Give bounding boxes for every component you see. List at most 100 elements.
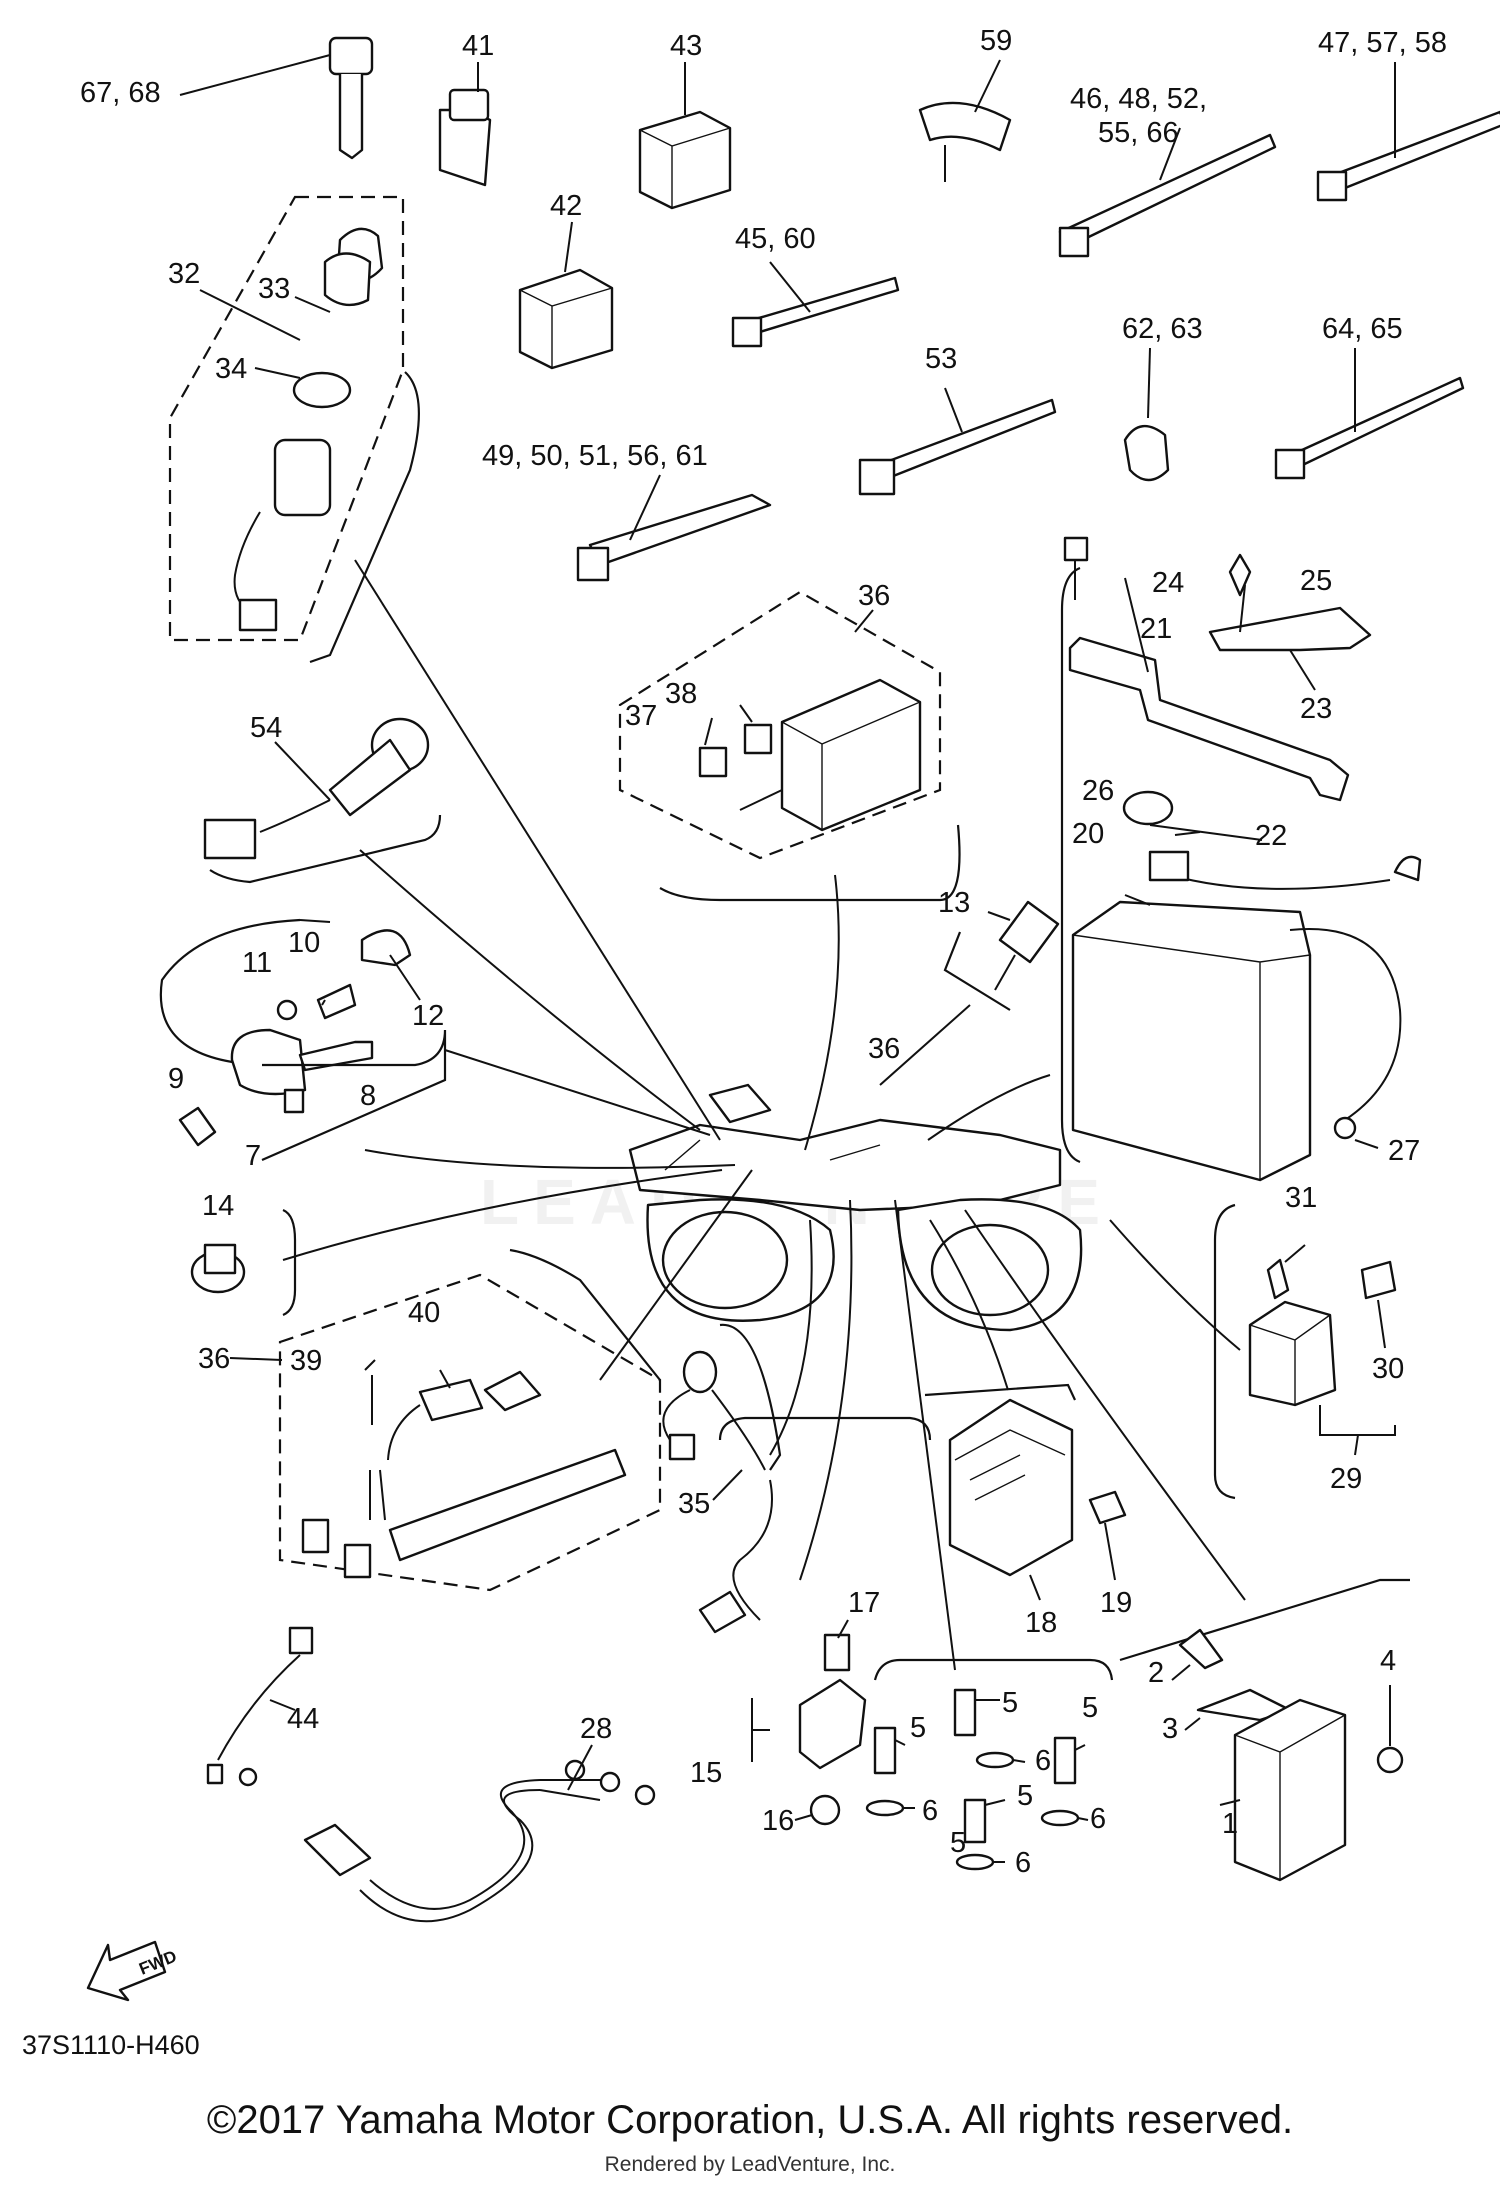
- label-64-65: 64, 65: [1322, 313, 1403, 345]
- bolts-and-washers: [865, 1658, 1114, 1871]
- label-31: 31: [1285, 1182, 1317, 1214]
- sensor-13: [943, 900, 1060, 1011]
- label-45-60: 45, 60: [735, 223, 816, 255]
- label-43: 43: [670, 30, 702, 62]
- label-67-68: 67, 68: [80, 77, 161, 109]
- battery-group: [1060, 536, 1422, 1182]
- label-6: 6: [1035, 1745, 1051, 1777]
- label-36: 36: [858, 580, 890, 612]
- cable-tie-45: [731, 261, 900, 348]
- cable-tie-46: [1058, 127, 1277, 258]
- key-part: [179, 36, 374, 160]
- label-9: 9: [168, 1063, 184, 1095]
- relay-42: [518, 221, 614, 370]
- label-35: 35: [678, 1488, 710, 1520]
- diagram-code: 37S1110-H460: [22, 2030, 200, 2060]
- label-6: 6: [1015, 1847, 1031, 1879]
- cdi-unit-group: [1119, 1578, 1410, 1882]
- label-11: 11: [242, 947, 272, 979]
- label-21: 21: [1140, 613, 1172, 645]
- label-24: 24: [1152, 567, 1184, 599]
- label-44: 44: [287, 1703, 319, 1735]
- label-54: 54: [250, 712, 282, 744]
- connector-41: [438, 62, 492, 187]
- switch-14: [190, 1208, 297, 1317]
- label-5: 5: [950, 1827, 966, 1859]
- starter-relay-group: [1213, 1203, 1397, 1500]
- cable-tie-47: [1316, 62, 1500, 202]
- label-12: 12: [412, 1000, 444, 1032]
- label-8: 8: [360, 1080, 376, 1112]
- label-55-66: 55, 66: [1098, 117, 1179, 149]
- label-34: 34: [215, 353, 247, 385]
- label-49-50-51-56-61: 49, 50, 51, 56, 61: [482, 440, 708, 472]
- sensor-35: [662, 1323, 782, 1501]
- label-41: 41: [462, 30, 494, 62]
- wire-lead-44: [206, 1626, 314, 1787]
- label-17: 17: [848, 1587, 880, 1619]
- label-33: 33: [258, 273, 290, 305]
- label-37: 37: [625, 700, 657, 732]
- ignition-coil-group: [159, 918, 447, 1162]
- label-40: 40: [408, 1297, 440, 1329]
- label-5: 5: [1082, 1692, 1098, 1724]
- label-28: 28: [580, 1713, 612, 1745]
- copyright-notice: ©2017 Yamaha Motor Corporation, U.S.A. A…: [206, 2098, 1294, 2142]
- label-18: 18: [1025, 1607, 1057, 1639]
- label-23: 23: [1300, 693, 1332, 725]
- label-27: 27: [1388, 1135, 1420, 1167]
- label-53: 53: [925, 343, 957, 375]
- label-10: 10: [288, 927, 320, 959]
- fuse-box-group-36: [618, 590, 961, 902]
- label-20: 20: [1072, 818, 1104, 850]
- speed-sensor-group: [698, 1416, 932, 1826]
- label-32: 32: [168, 258, 200, 290]
- label-16: 16: [762, 1805, 794, 1837]
- label-5: 5: [1017, 1780, 1033, 1812]
- socket-54: [203, 717, 442, 884]
- leader-lines: [282, 559, 1246, 1671]
- label-7: 7: [245, 1140, 261, 1172]
- label-39: 39: [290, 1345, 322, 1377]
- atv-illustration: [628, 1083, 1083, 1332]
- label-5: 5: [910, 1712, 926, 1744]
- label-6: 6: [1090, 1803, 1106, 1835]
- callout-labels: 1 2 3 4 5 5 5 5 5 6 6 6 6 7 8 9 10 11 12…: [80, 25, 1447, 1879]
- label-46-48-52: 46, 48, 52,: [1070, 83, 1207, 115]
- label-19: 19: [1100, 1587, 1132, 1619]
- label-25: 25: [1300, 565, 1332, 597]
- cable-tie-49: [576, 474, 772, 582]
- clamp-59: [918, 59, 1012, 182]
- label-38: 38: [665, 678, 697, 710]
- label-6: 6: [922, 1795, 938, 1827]
- label-29: 29: [1330, 1463, 1362, 1495]
- fwd-arrow-icon: FWD: [86, 1940, 179, 2002]
- cable-tie-53: [858, 387, 1057, 496]
- relay-43: [638, 62, 732, 210]
- battery-cable-28: [303, 1744, 656, 1923]
- label-4: 4: [1380, 1645, 1396, 1677]
- label-13: 13: [938, 887, 970, 919]
- label-36: 36: [198, 1343, 230, 1375]
- label-36: 36: [868, 1033, 900, 1065]
- rectifier-regulator-18: [924, 1383, 1127, 1601]
- label-3: 3: [1162, 1713, 1178, 1745]
- label-14: 14: [202, 1190, 234, 1222]
- label-59: 59: [980, 25, 1012, 57]
- label-47-57-58: 47, 57, 58: [1318, 27, 1447, 59]
- label-5: 5: [1002, 1687, 1018, 1719]
- cable-tie-64: [1274, 348, 1465, 480]
- rendered-by-note: Rendered by LeadVenture, Inc.: [604, 2153, 896, 2176]
- label-1: 1: [1222, 1808, 1238, 1840]
- label-2: 2: [1148, 1657, 1164, 1689]
- harness-group-39: [229, 1248, 662, 1592]
- label-26: 26: [1082, 775, 1114, 807]
- label-42: 42: [550, 190, 582, 222]
- clip-62: [1123, 347, 1170, 482]
- label-15: 15: [690, 1757, 722, 1789]
- label-22: 22: [1255, 820, 1287, 852]
- label-62-63: 62, 63: [1122, 313, 1203, 345]
- label-30: 30: [1372, 1353, 1404, 1385]
- main-switch-group-32: [168, 195, 420, 664]
